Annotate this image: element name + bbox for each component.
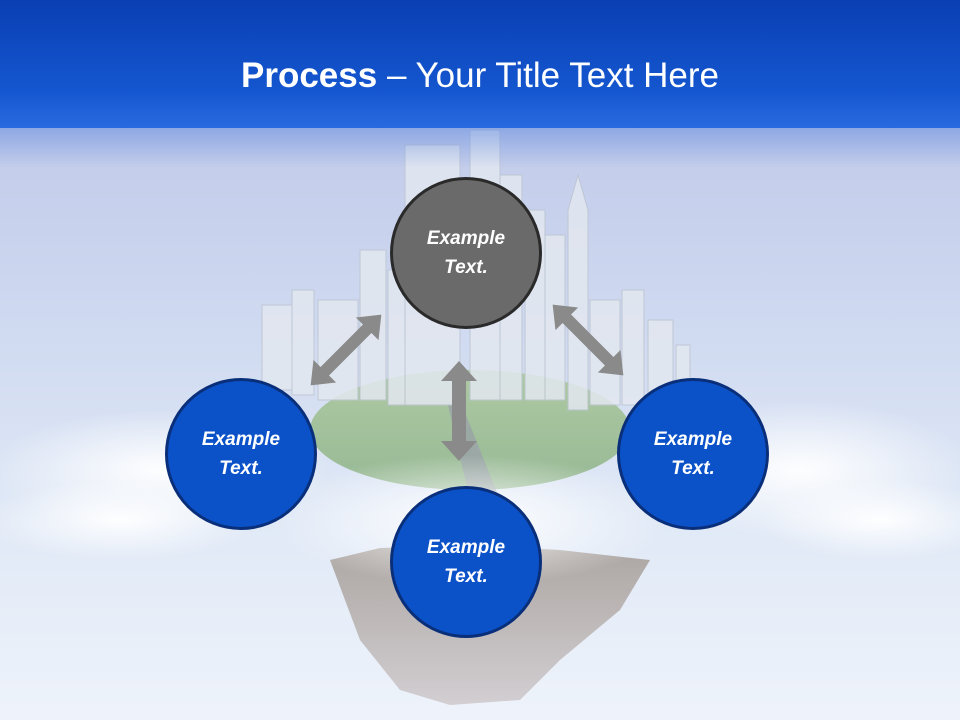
node-label: Example Text. (653, 429, 733, 479)
arrow-top-right (552, 300, 624, 376)
slide-title: Process – Your Title Text Here (0, 55, 960, 97)
node-label: Example Text. (201, 429, 281, 479)
process-node-top[interactable]: Example Text. (390, 177, 542, 329)
title-bar (0, 0, 960, 128)
arrow-top-left (306, 314, 382, 386)
arrow-vertical (441, 361, 477, 461)
node-label: Example Text. (426, 537, 506, 587)
title-rest: – Your Title Text Here (377, 56, 719, 95)
process-node-bottom[interactable]: Example Text. (390, 486, 542, 638)
process-node-left[interactable]: Example Text. (165, 378, 317, 530)
process-node-right[interactable]: Example Text. (617, 378, 769, 530)
cloud (760, 480, 960, 560)
node-label: Example Text. (426, 228, 506, 278)
title-bold: Process (241, 56, 378, 95)
